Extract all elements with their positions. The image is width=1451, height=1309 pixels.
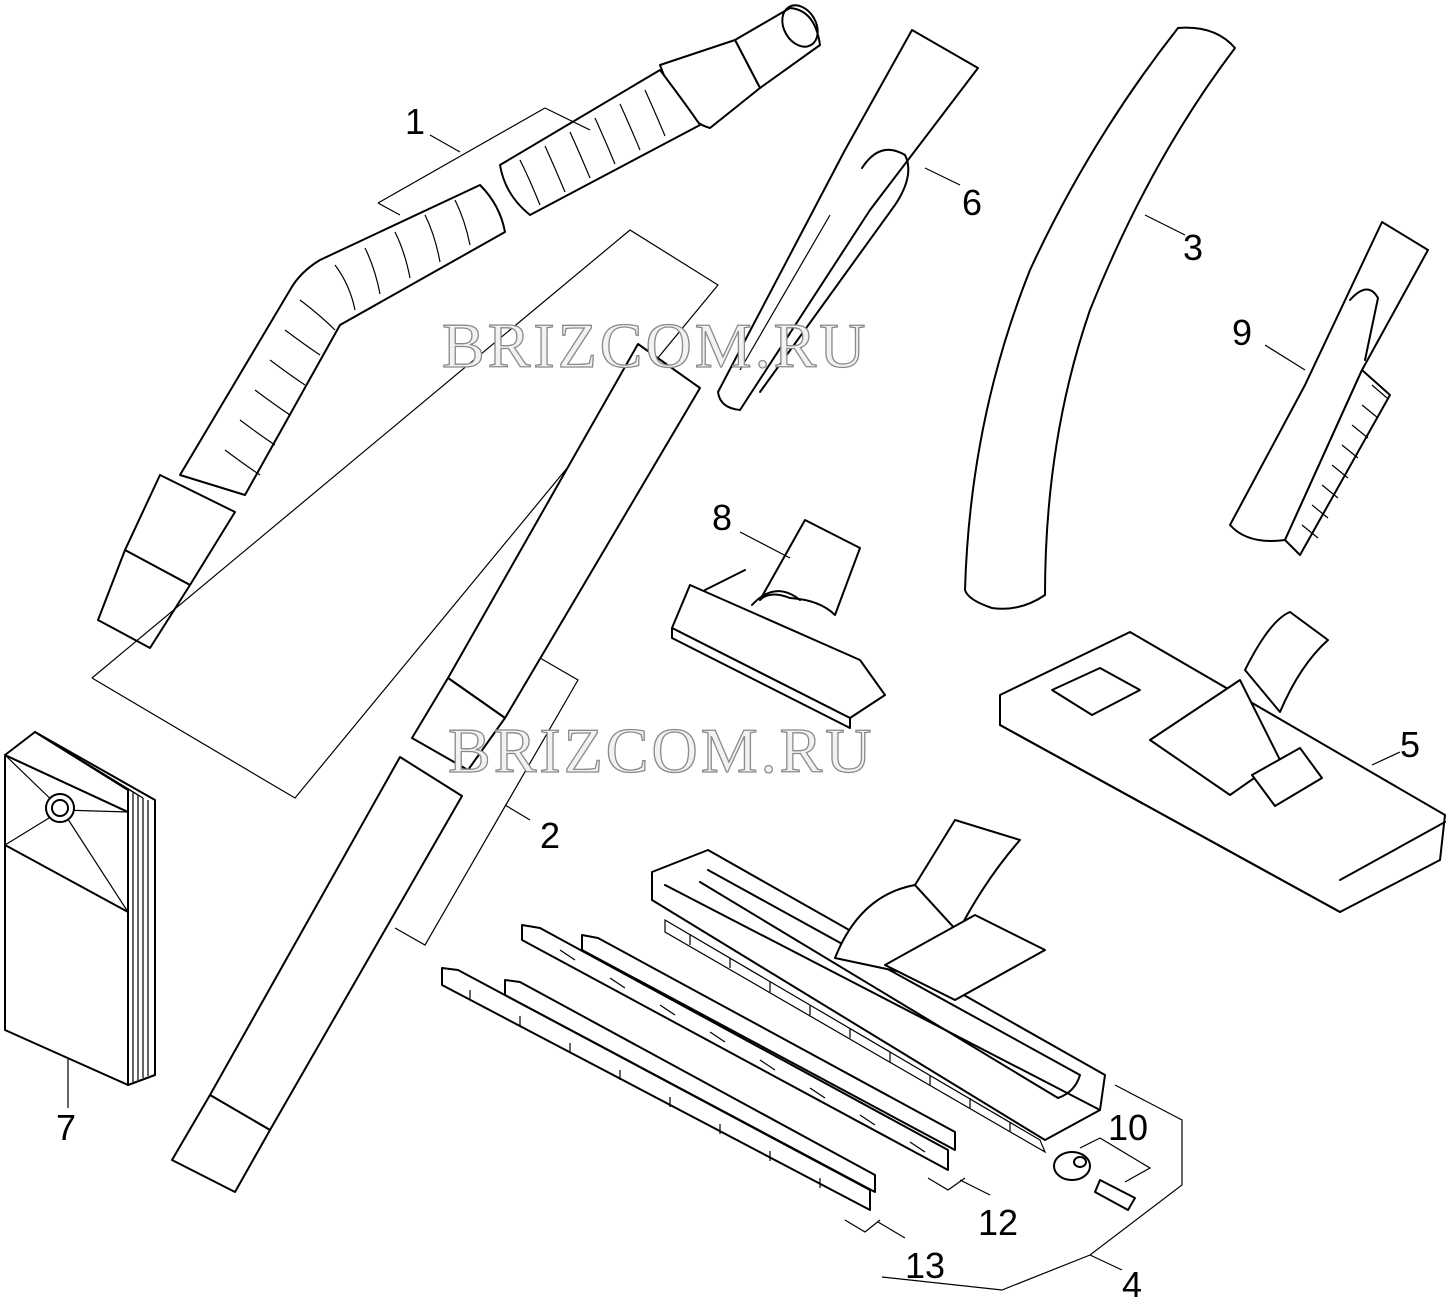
callout-label-10: 10 [1108, 1107, 1148, 1148]
callout-label-2: 2 [540, 815, 560, 856]
callout-label-4: 4 [1122, 1264, 1142, 1305]
callout-label-9: 9 [1232, 312, 1252, 353]
callout-label-13: 13 [905, 1245, 945, 1286]
callout-1: 1 [377, 101, 591, 216]
callout-label-5: 5 [1400, 724, 1420, 765]
watermark-top: BRIZCOM.RU [442, 310, 869, 381]
callout-label-7: 7 [56, 1107, 76, 1148]
callout-label-8: 8 [712, 497, 732, 538]
crevice-nozzle: 6 [717, 29, 982, 411]
floor-nozzle [651, 819, 1106, 1154]
suction-hose [97, 4, 821, 649]
rubber-strips: 12 [521, 924, 1018, 1243]
callout-4: 4 [881, 1084, 1183, 1305]
extension-tubes: 2 [91, 229, 719, 1193]
combination-floor-nozzle: 5 [999, 611, 1446, 913]
upholstery-nozzle: 9 [1229, 221, 1429, 556]
callout-label-3: 3 [1183, 227, 1203, 268]
callout-label-6: 6 [962, 182, 982, 223]
wheel-and-axle: 10 [1053, 1107, 1152, 1211]
watermark-middle: BRIZCOM.RU [448, 715, 875, 786]
small-floor-nozzle: 8 [671, 497, 886, 729]
filter-bags: 7 [4, 731, 156, 1148]
bent-tube: 3 [964, 26, 1236, 610]
callout-label-12: 12 [978, 1202, 1018, 1243]
brush-strips: 13 [441, 967, 945, 1286]
callout-label-1: 1 [405, 101, 425, 142]
